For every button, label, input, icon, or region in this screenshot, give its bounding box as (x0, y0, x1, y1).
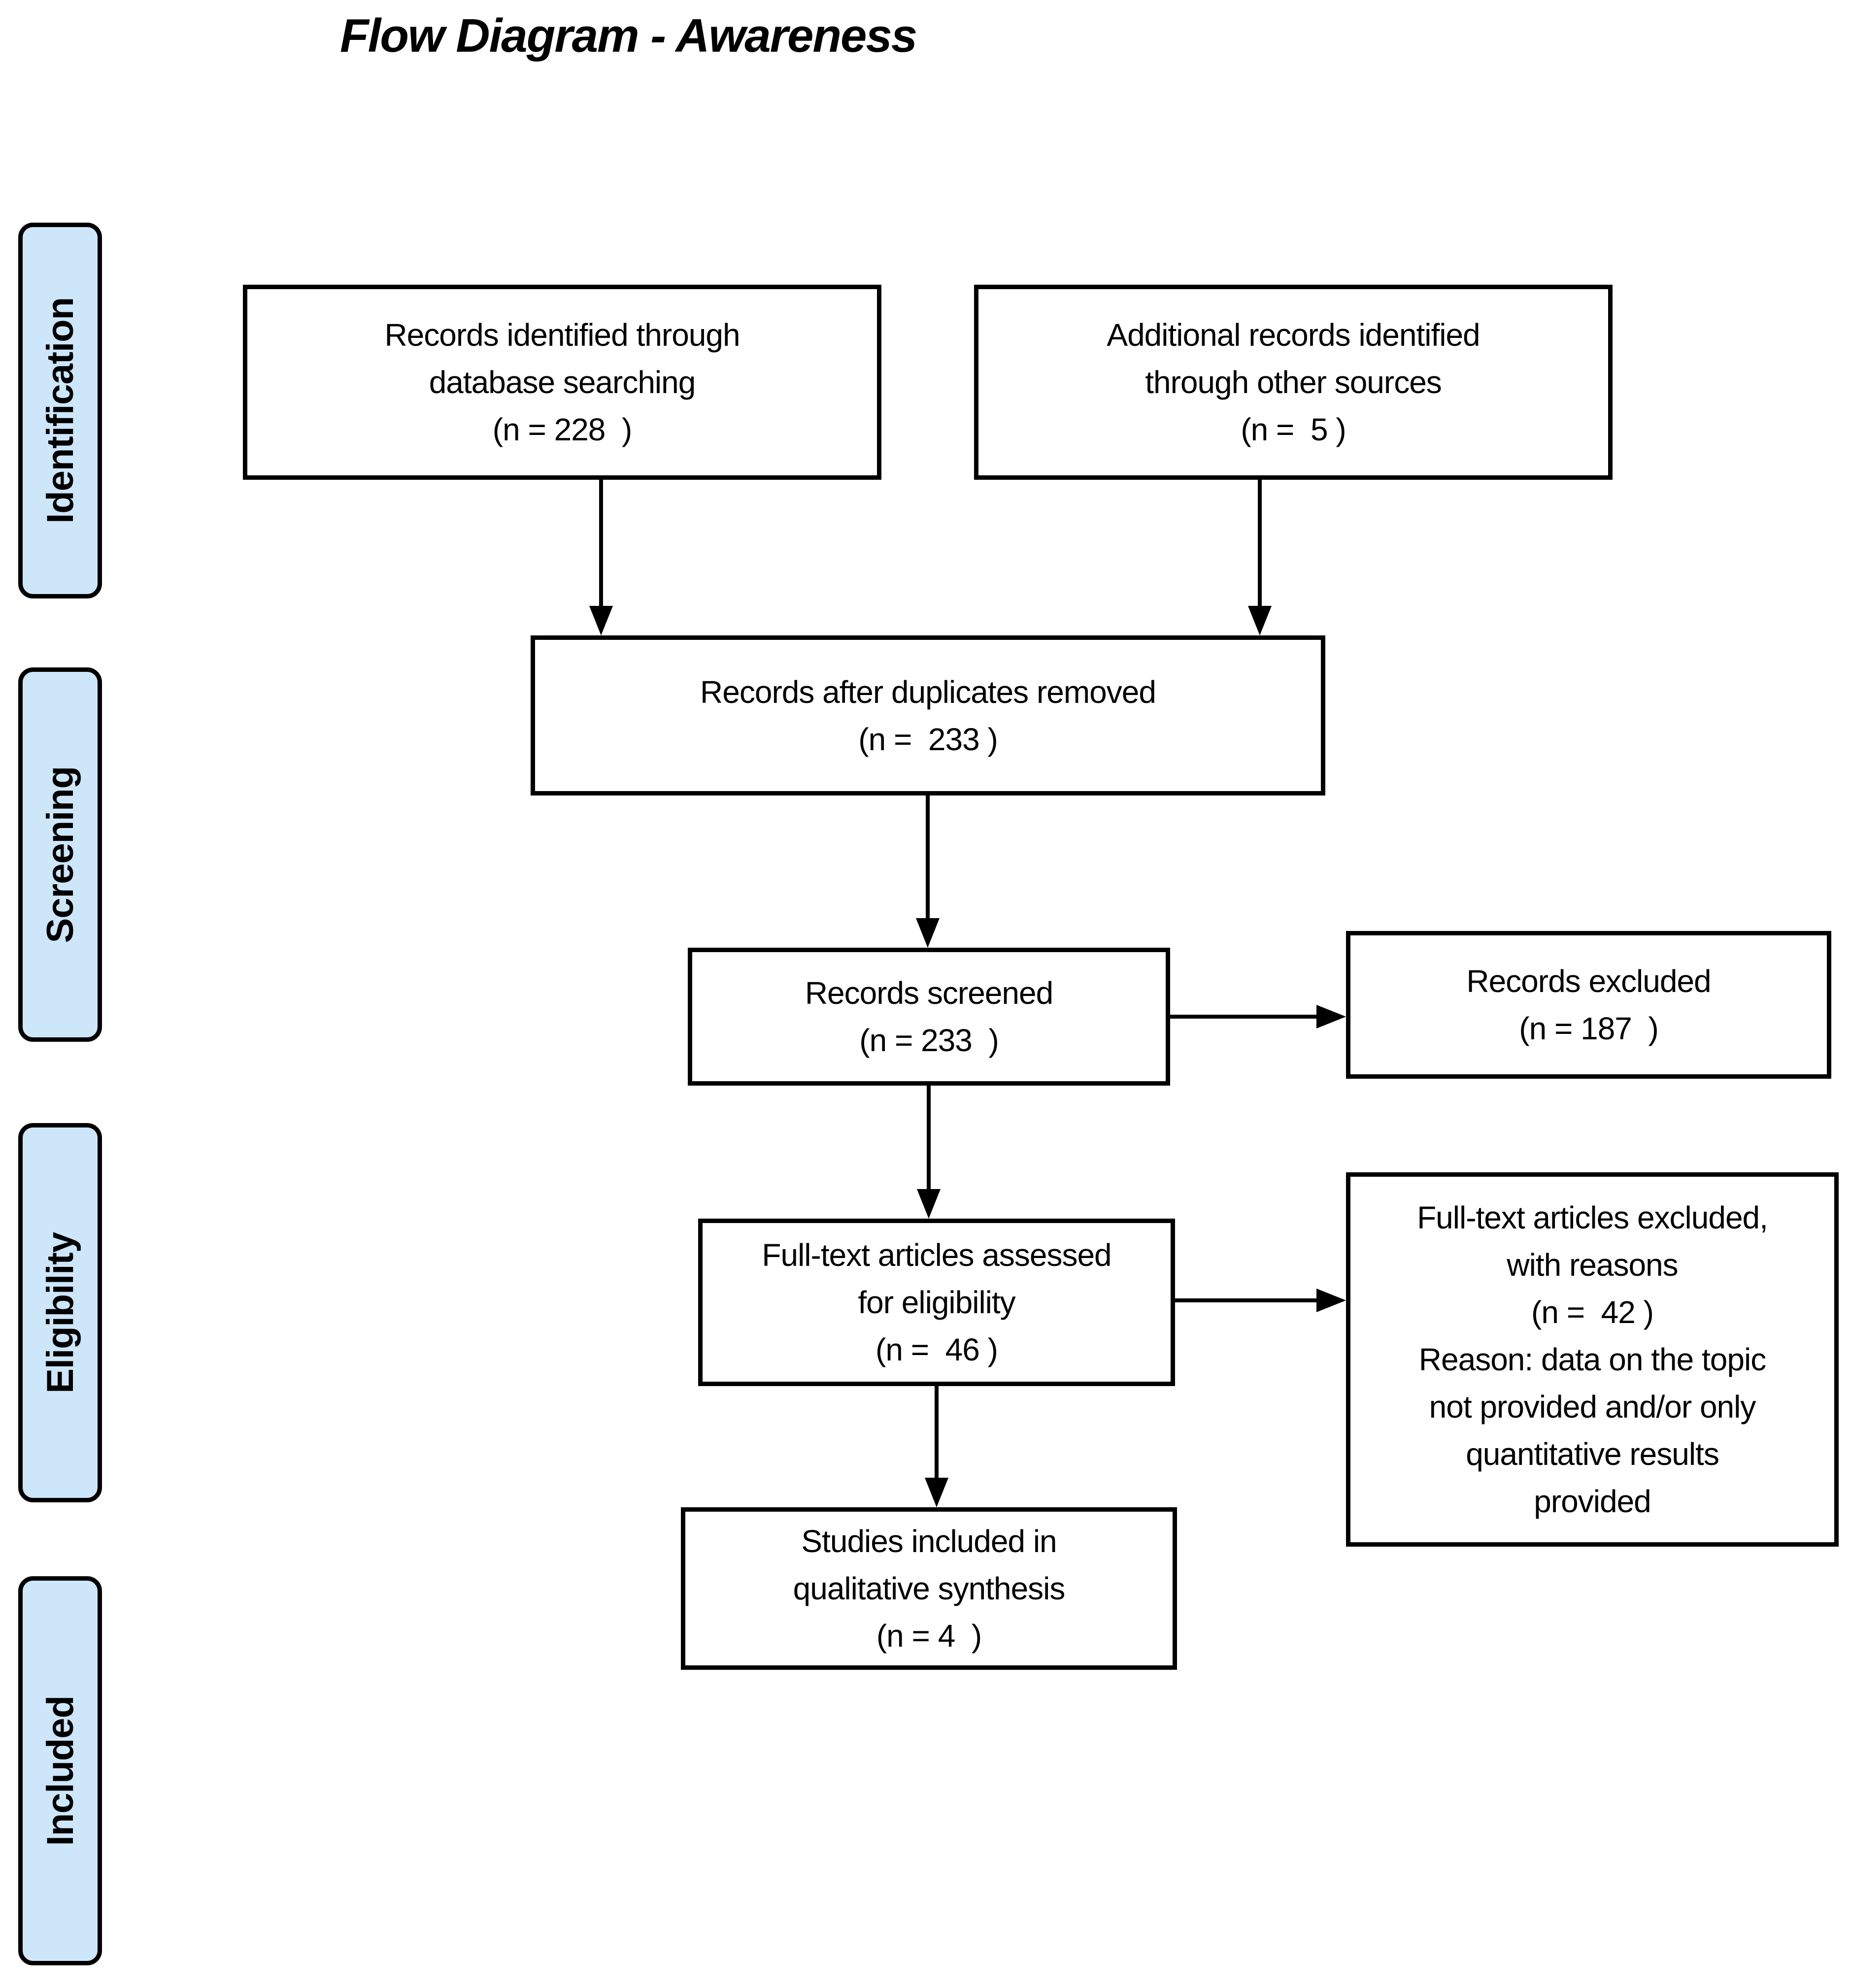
arrow-fulltext-to-included-line (935, 1386, 939, 1478)
flow-box-records-identified: Records identified through database sear… (243, 285, 881, 480)
stage-box-included: Included (18, 1576, 102, 1965)
flow-box-records-excluded: Records excluded (n = 187 ) (1346, 931, 1831, 1079)
stage-box-screening: Screening (18, 667, 102, 1042)
stage-box-identification: Identification (18, 223, 102, 598)
arrow-fulltext-to-excluded-line (1175, 1298, 1316, 1302)
flow-box-fulltext-excluded: Full-text articles excluded, with reason… (1346, 1172, 1839, 1547)
arrow-screened-to-excluded-line (1170, 1015, 1316, 1019)
stage-box-eligibility: Eligibility (18, 1123, 102, 1502)
arrow-identified-to-dedup-line (599, 480, 603, 606)
stage-label-eligibility: Eligibility (39, 1232, 81, 1393)
flow-box-studies-included: Studies included in qualitative synthesi… (681, 1507, 1177, 1670)
stage-label-screening: Screening (39, 766, 81, 943)
flow-box-duplicates-removed: Records after duplicates removed (n = 23… (531, 635, 1325, 795)
arrow-fulltext-to-excluded-head-icon (1316, 1289, 1346, 1312)
flow-box-records-screened: Records screened (n = 233 ) (688, 948, 1170, 1086)
arrow-additional-to-dedup-head-icon (1248, 606, 1272, 635)
arrow-identified-to-dedup-head-icon (589, 606, 613, 635)
arrow-screened-to-fulltext-head-icon (917, 1189, 941, 1219)
arrow-screened-to-excluded-head-icon (1316, 1005, 1346, 1028)
arrow-fulltext-to-included-head-icon (925, 1478, 948, 1507)
arrow-dedup-to-screened-line (926, 795, 930, 918)
arrow-dedup-to-screened-head-icon (916, 918, 940, 948)
flow-box-additional-records: Additional records identified through ot… (974, 285, 1613, 480)
stage-label-identification: Identification (39, 298, 81, 524)
arrow-additional-to-dedup-line (1258, 480, 1262, 606)
arrow-screened-to-fulltext-line (927, 1086, 931, 1189)
diagram-title: Flow Diagram - Awareness (340, 9, 917, 62)
stage-label-included: Included (39, 1695, 81, 1846)
flow-box-fulltext-assessed: Full-text articles assessed for eligibil… (698, 1219, 1175, 1386)
